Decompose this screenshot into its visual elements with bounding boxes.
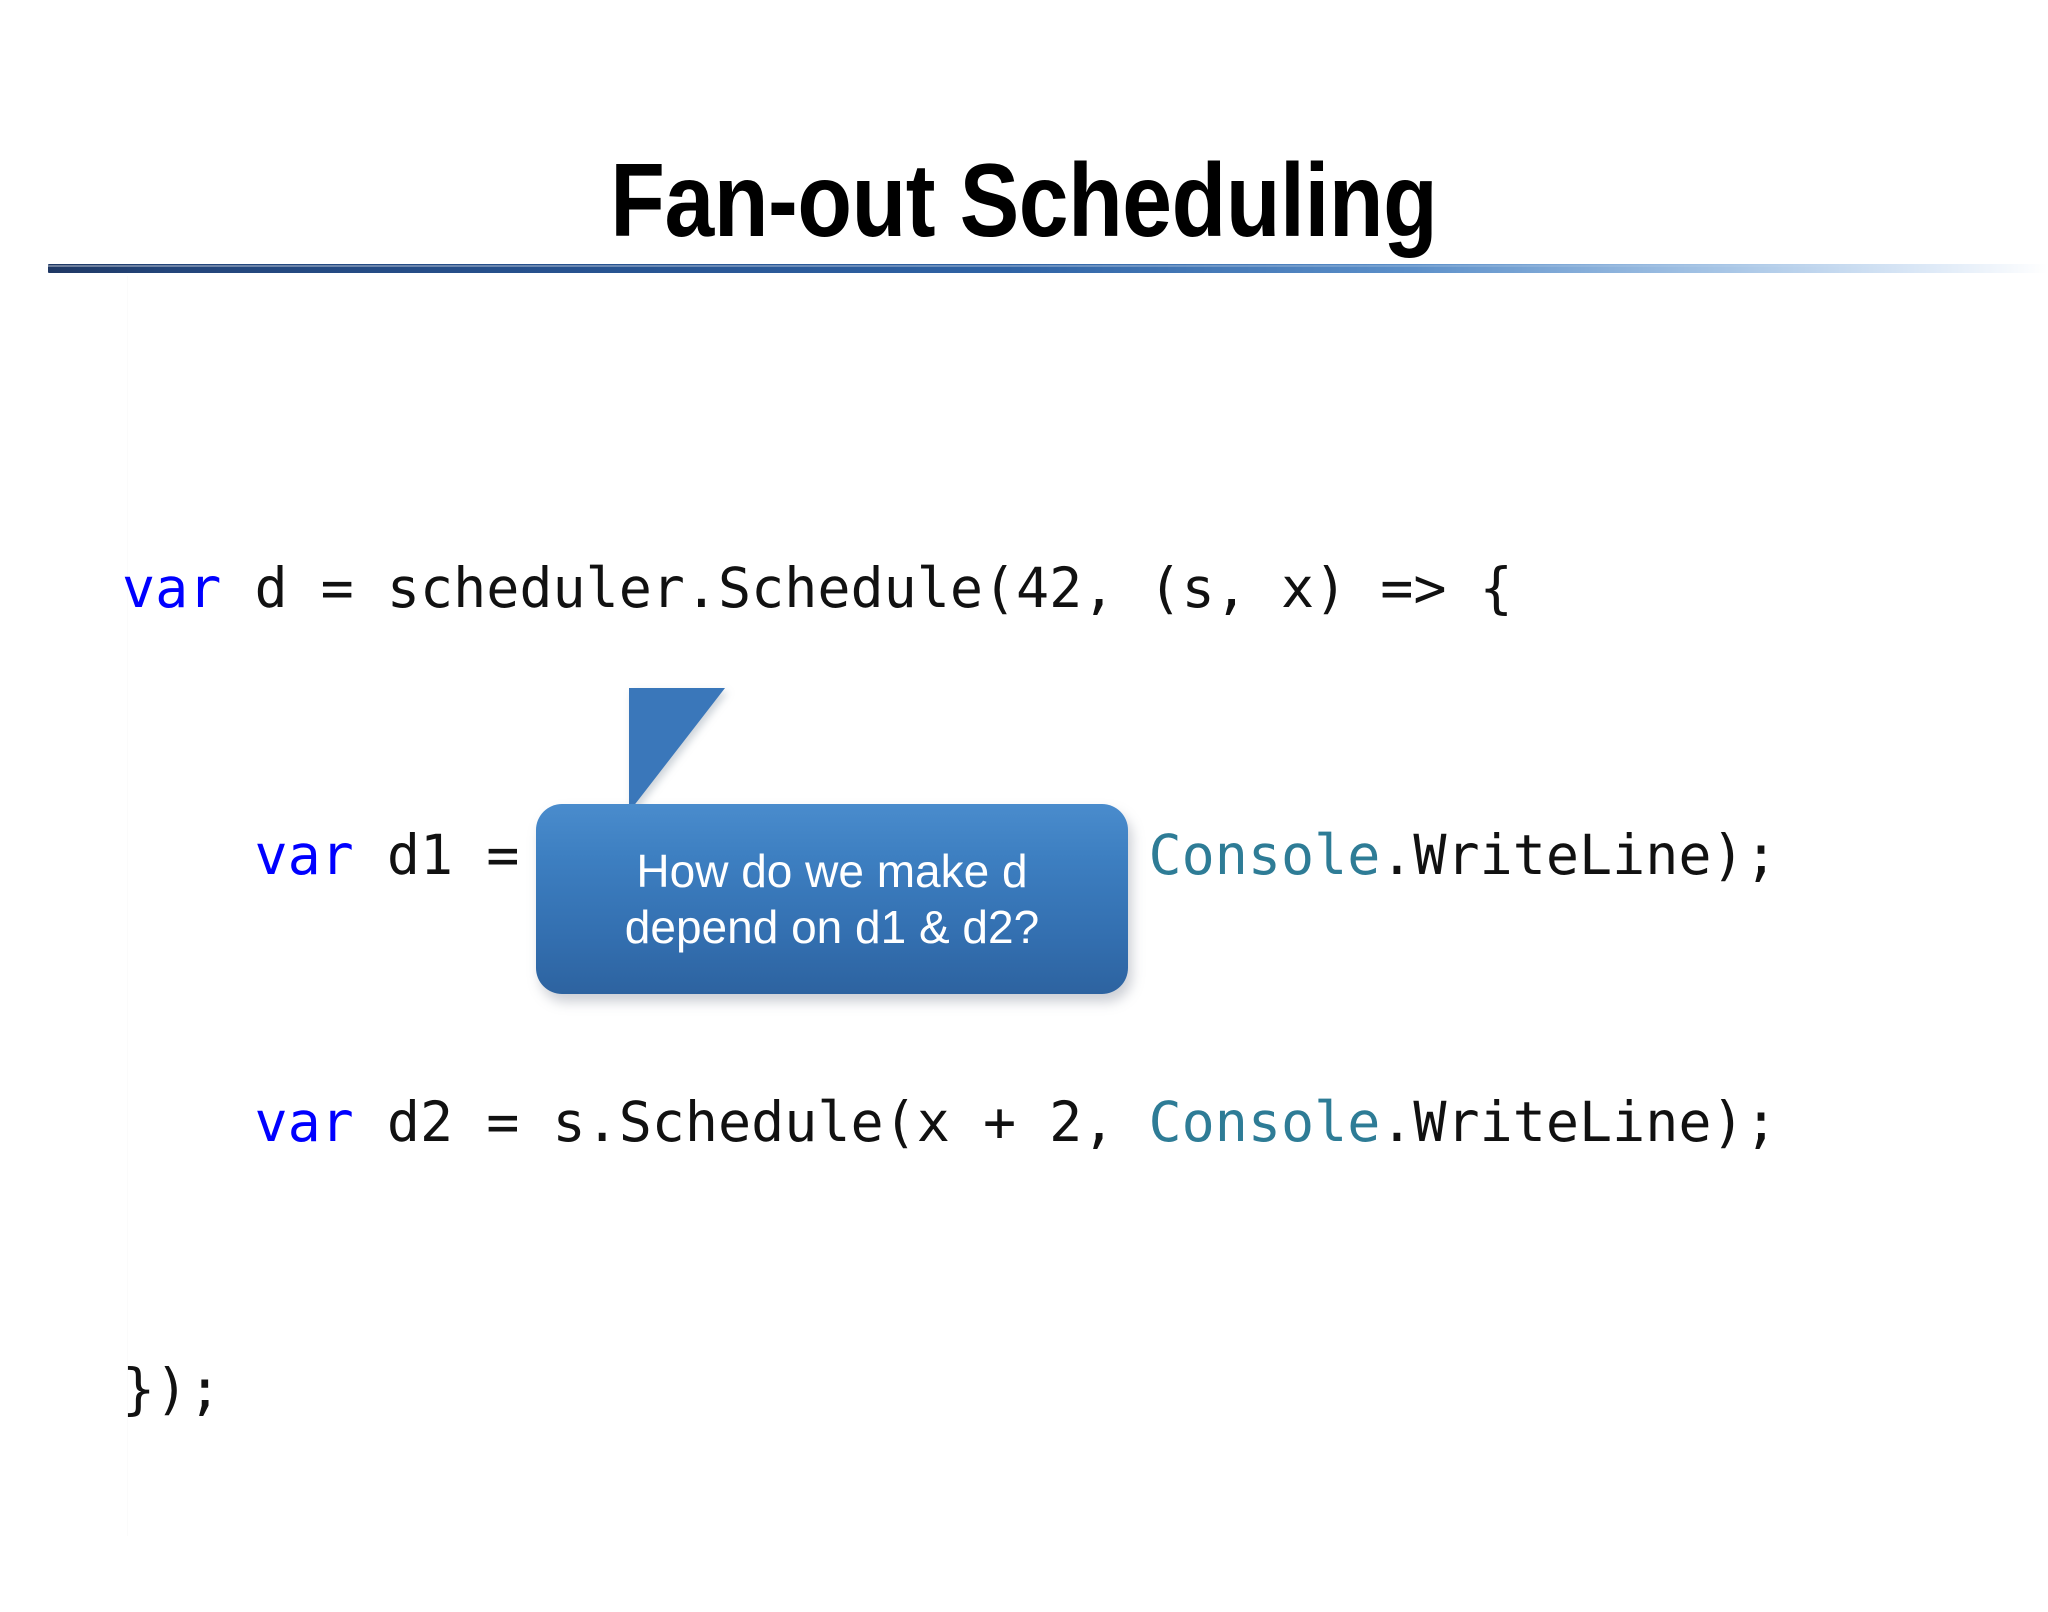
callout-bubble: How do we make d depend on d1 & d2? — [536, 688, 1128, 1000]
page-title: Fan-out Scheduling — [610, 142, 1438, 259]
code-text-1: d = scheduler.Schedule(42, (s, x) => { — [221, 556, 1513, 620]
code-line-1: var d = scheduler.Schedule(42, (s, x) =>… — [122, 544, 1922, 633]
code-type-console-1: Console — [1148, 823, 1381, 887]
code-keyword-var-3: var — [254, 1090, 354, 1154]
title-divider — [48, 264, 2048, 273]
callout-tail-icon — [629, 688, 725, 812]
code-type-console-2: Console — [1148, 1090, 1381, 1154]
callout-text-line-2: depend on d1 & d2? — [624, 901, 1040, 953]
content-placeholder-edge — [127, 276, 128, 1536]
slide: Fan-out Scheduling var d = scheduler.Sch… — [48, 96, 2048, 1536]
code-text-3b: .WriteLine); — [1380, 1090, 1778, 1154]
code-keyword-var-1: var — [122, 556, 222, 620]
code-text-2b: .WriteLine); — [1380, 823, 1778, 887]
code-indent-2 — [122, 823, 254, 887]
title-area: Fan-out Scheduling — [48, 96, 2000, 256]
code-text-3a: d2 = s.Schedule(x + 2, — [353, 1090, 1149, 1154]
code-indent-3 — [122, 1090, 254, 1154]
code-block: var d = scheduler.Schedule(42, (s, x) =>… — [122, 366, 1922, 1612]
code-line-3: var d2 = s.Schedule(x + 2, Console.Write… — [122, 1078, 1922, 1167]
callout-body: How do we make d depend on d1 & d2? — [536, 804, 1128, 994]
title-divider-gloss — [48, 265, 2048, 267]
callout-text: How do we make d depend on d1 & d2? — [591, 843, 1073, 955]
code-line-4: }); — [122, 1357, 222, 1421]
code-keyword-var-2: var — [254, 823, 354, 887]
callout-text-line-1: How do we make d — [636, 844, 1028, 897]
